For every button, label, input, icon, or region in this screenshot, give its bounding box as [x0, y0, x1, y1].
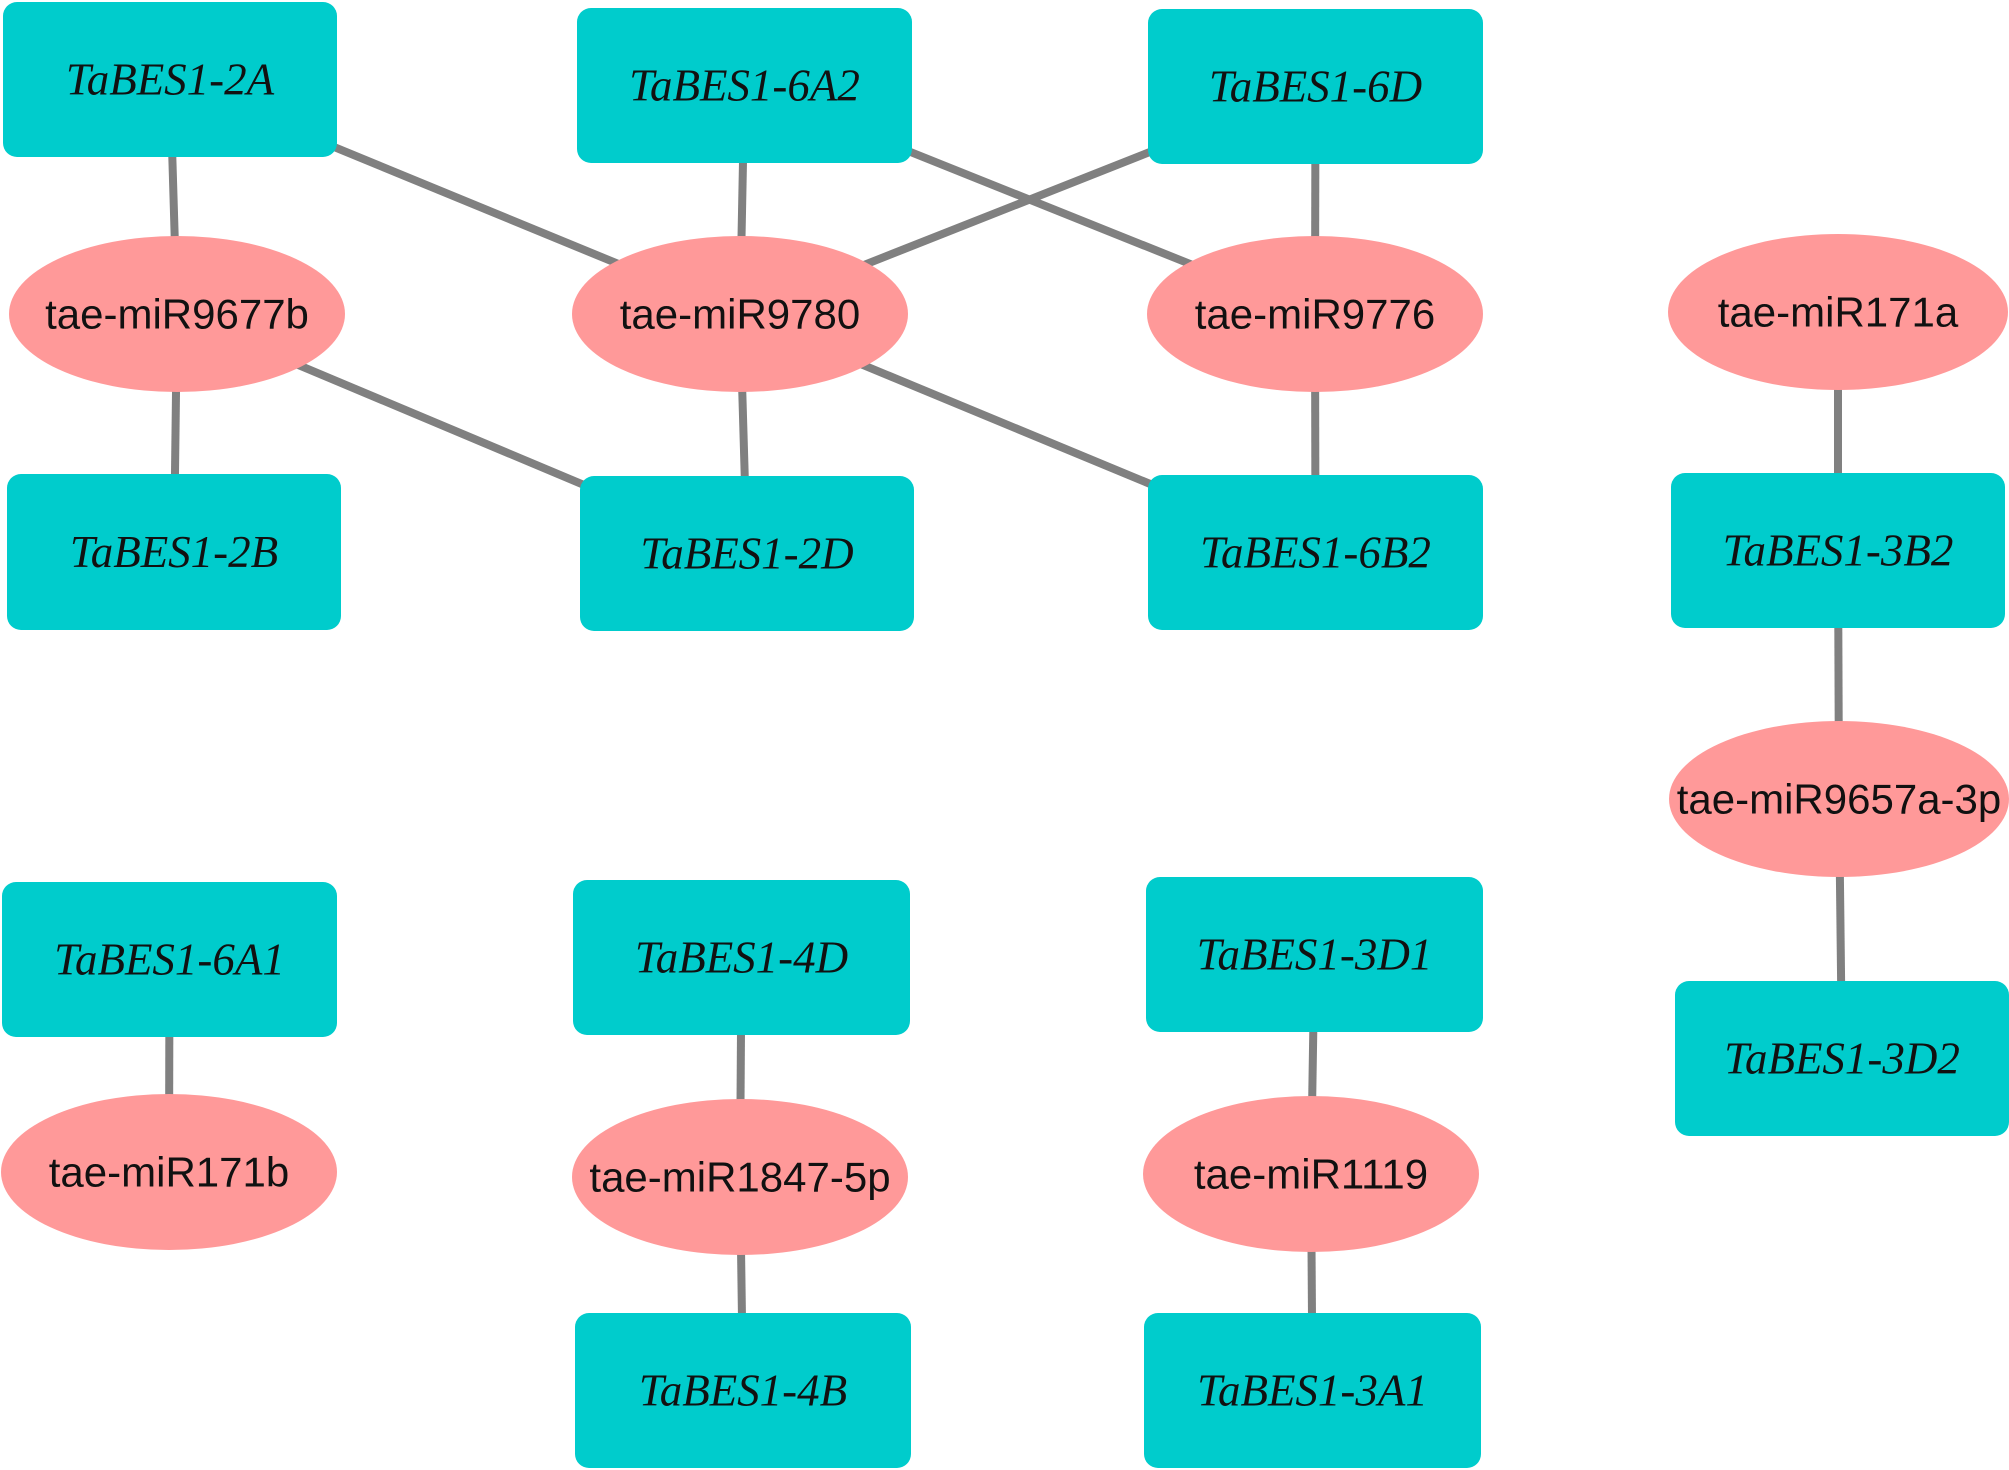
- mirna-ellipse: [1, 1094, 337, 1250]
- gene-node-tabes1-3d1: TaBES1-3D1: [1146, 877, 1483, 1032]
- mirna-node-tae-mir9657a-3p: tae-miR9657a-3p: [1669, 721, 2009, 877]
- gene-box: [1675, 981, 2009, 1136]
- gene-label: TaBES1-3D2: [1724, 1034, 1960, 1084]
- gene-box: [1146, 877, 1483, 1032]
- gene-box: [1148, 9, 1483, 164]
- mirna-ellipse: [1147, 236, 1483, 392]
- mirna-ellipse: [9, 236, 345, 392]
- mirna-node-tae-mir171a: tae-miR171a: [1668, 234, 2008, 390]
- mirna-label: tae-miR171b: [49, 1149, 289, 1196]
- gene-box: [1148, 475, 1483, 630]
- mirna-label: tae-miR171a: [1718, 289, 1959, 336]
- mirna-node-tae-mir9776: tae-miR9776: [1147, 236, 1483, 392]
- gene-node-tabes1-6a1: TaBES1-6A1: [2, 882, 337, 1037]
- gene-box: [3, 2, 337, 157]
- mirna-label: tae-miR9657a-3p: [1677, 776, 2002, 823]
- gene-box: [7, 474, 341, 630]
- gene-box: [1671, 473, 2005, 628]
- gene-label: TaBES1-3A1: [1197, 1366, 1428, 1416]
- gene-box: [2, 882, 337, 1037]
- gene-box: [580, 476, 914, 631]
- mirna-label: tae-miR9780: [620, 291, 860, 338]
- gene-label: TaBES1-4B: [639, 1366, 847, 1416]
- gene-box: [1144, 1313, 1481, 1468]
- mirna-label: tae-miR9677b: [45, 291, 309, 338]
- gene-node-tabes1-2b: TaBES1-2B: [7, 474, 341, 630]
- gene-label: TaBES1-6A2: [629, 61, 860, 111]
- mirna-ellipse: [572, 1099, 908, 1255]
- gene-node-tabes1-6d: TaBES1-6D: [1148, 9, 1483, 164]
- edges-layer: [165, 75, 1846, 1391]
- mirna-label: tae-miR1847-5p: [589, 1154, 890, 1201]
- gene-node-tabes1-6a2: TaBES1-6A2: [577, 8, 912, 163]
- gene-label: TaBES1-6B2: [1200, 528, 1431, 578]
- gene-node-tabes1-4d: TaBES1-4D: [573, 880, 910, 1035]
- gene-label: TaBES1-2D: [640, 529, 853, 579]
- mirna-ellipse: [572, 236, 908, 392]
- gene-node-tabes1-3a1: TaBES1-3A1: [1144, 1313, 1481, 1468]
- gene-box: [577, 8, 912, 163]
- gene-box: [575, 1313, 911, 1468]
- gene-label: TaBES1-3B2: [1723, 526, 1954, 576]
- gene-label: TaBES1-3D1: [1197, 930, 1433, 980]
- gene-node-tabes1-2d: TaBES1-2D: [580, 476, 914, 631]
- mirna-label: tae-miR9776: [1195, 291, 1435, 338]
- mirna-ellipse: [1668, 234, 2008, 390]
- gene-label: TaBES1-2B: [70, 527, 278, 577]
- mirna-node-tae-mir1119: tae-miR1119: [1143, 1096, 1479, 1252]
- gene-node-tabes1-4b: TaBES1-4B: [575, 1313, 911, 1468]
- gene-label: TaBES1-2A: [66, 55, 275, 105]
- mirna-node-tae-mir9780: tae-miR9780: [572, 236, 908, 392]
- mirna-node-tae-mir1847-5p: tae-miR1847-5p: [572, 1099, 908, 1255]
- gene-node-tabes1-6b2: TaBES1-6B2: [1148, 475, 1483, 630]
- mirna-node-tae-mir171b: tae-miR171b: [1, 1094, 337, 1250]
- gene-label: TaBES1-6D: [1209, 62, 1422, 112]
- mirna-node-tae-mir9677b: tae-miR9677b: [9, 236, 345, 392]
- gene-label: TaBES1-4D: [635, 933, 848, 983]
- gene-label: TaBES1-6A1: [54, 935, 285, 985]
- mirna-label: tae-miR1119: [1194, 1151, 1428, 1198]
- gene-node-tabes1-3d2: TaBES1-3D2: [1675, 981, 2009, 1136]
- gene-box: [573, 880, 910, 1035]
- gene-node-tabes1-3b2: TaBES1-3B2: [1671, 473, 2005, 628]
- mirna-ellipse: [1143, 1096, 1479, 1252]
- gene-node-tabes1-2a: TaBES1-2A: [3, 2, 337, 157]
- mirna-ellipse: [1669, 721, 2009, 877]
